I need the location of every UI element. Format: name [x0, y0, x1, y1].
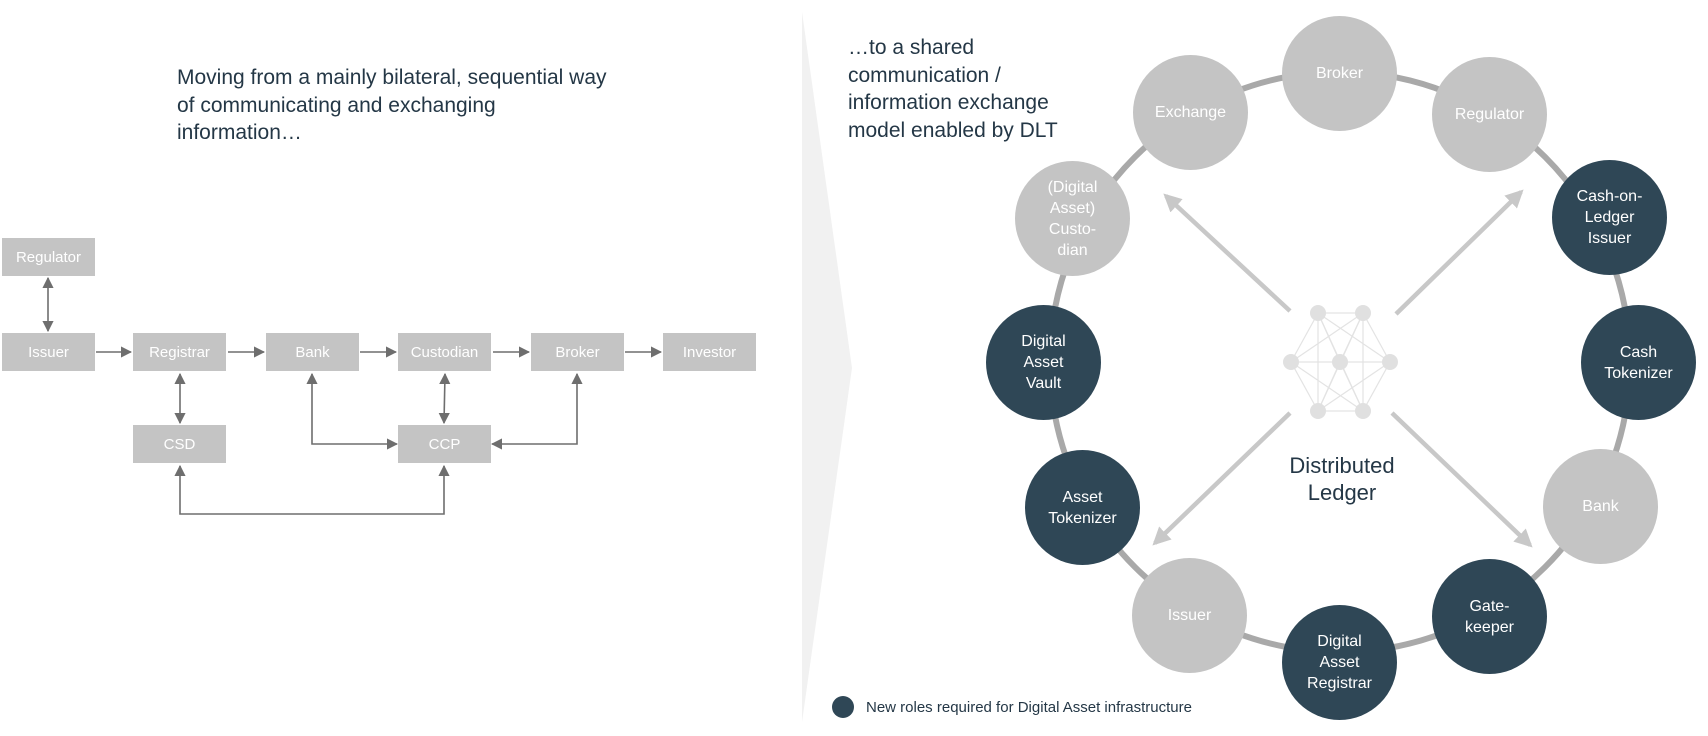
network-node — [1382, 354, 1398, 370]
registrar-box: Registrar — [133, 333, 226, 371]
network-node — [1283, 354, 1299, 370]
network-node — [1332, 354, 1348, 370]
role-bank: Bank — [1543, 449, 1658, 564]
role-issuer: Issuer — [1132, 558, 1247, 673]
role-digital-asset-registrar: Digital Asset Registrar — [1282, 605, 1397, 720]
regulator-box: Regulator — [2, 238, 95, 276]
role-broker: Broker — [1282, 16, 1397, 131]
arrow-csd-ccp — [174, 464, 450, 515]
role-cash-on-ledger-issuer: Cash-on- Ledger Issuer — [1552, 160, 1667, 275]
arrow-custodian-ccp — [438, 372, 451, 425]
legend-text: New roles required for Digital Asset inf… — [866, 698, 1192, 716]
custodian-box: Custodian — [398, 333, 491, 371]
network-node — [1310, 403, 1326, 419]
issuer-box: Issuer — [2, 333, 95, 371]
left-heading: Moving from a mainly bilateral, sequenti… — [177, 66, 607, 144]
network-node — [1355, 305, 1371, 321]
right-heading: …to a shared communication / information… — [848, 36, 1058, 142]
csd-box: CSD — [133, 425, 226, 463]
role-gatekeeper: Gate- keeper — [1432, 559, 1547, 674]
arrow-broker-ccp — [490, 372, 583, 450]
arrow-to-bottom-right — [1390, 411, 1533, 548]
arrow-bank-ccp — [306, 372, 399, 450]
bank-box: Bank — [266, 333, 359, 371]
ccp-box: CCP — [398, 425, 491, 463]
distributed-ledger-label: Distributed Ledger — [1289, 453, 1395, 505]
broker-box: Broker — [531, 333, 624, 371]
divider-chevron — [802, 12, 852, 722]
role-asset-tokenizer: Asset Tokenizer — [1025, 450, 1140, 565]
role-digital-asset-custodian: (Digital Asset) Custo- dian — [1015, 161, 1130, 276]
arrow-to-top-right — [1394, 189, 1524, 316]
role-exchange: Exchange — [1133, 55, 1248, 170]
network-node — [1310, 305, 1326, 321]
role-regulator: Regulator — [1432, 57, 1547, 172]
network-node — [1355, 403, 1371, 419]
role-digital-asset-vault: Digital Asset Vault — [986, 305, 1101, 420]
role-cash-tokenizer: Cash Tokenizer — [1581, 305, 1696, 420]
investor-box: Investor — [663, 333, 756, 371]
legend-dot — [832, 696, 854, 718]
arrow-to-top-left — [1163, 193, 1292, 313]
legend: New roles required for Digital Asset inf… — [832, 696, 1192, 718]
arrow-to-bottom-left — [1152, 411, 1292, 546]
